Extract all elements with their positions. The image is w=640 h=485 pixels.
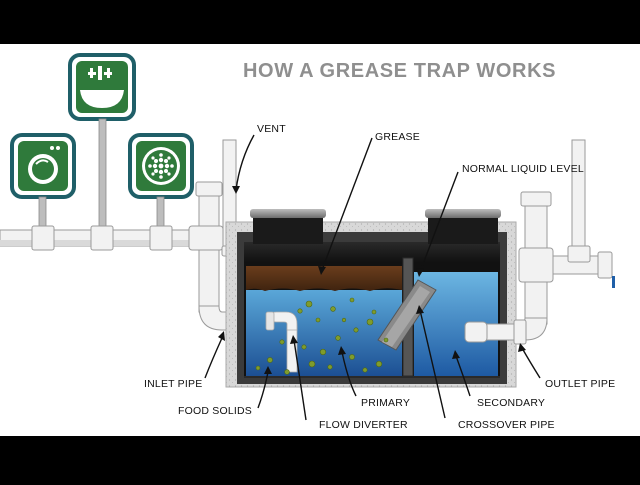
label-primary-text: PRIMARY	[361, 397, 410, 409]
label-outlet-pipe: OUTLET PIPE	[518, 343, 615, 390]
label-normal-liquid-level: NORMAL LIQUID LEVEL	[416, 163, 584, 277]
label-secondary-text: SECONDARY	[477, 397, 545, 409]
food-solids	[255, 297, 389, 375]
label-normal-liquid-level-text: NORMAL LIQUID LEVEL	[462, 163, 584, 175]
label-crossover-pipe-text: CROSSOVER PIPE	[458, 419, 555, 431]
outlet-piping	[464, 139, 615, 345]
crossover-pipe	[377, 279, 437, 351]
label-outlet-pipe-text: OUTLET PIPE	[545, 378, 615, 390]
label-inlet-pipe: INLET PIPE	[144, 331, 225, 390]
grease-layer	[246, 266, 402, 291]
label-crossover-pipe: CROSSOVER PIPE	[416, 305, 555, 431]
sink-icon	[68, 53, 136, 121]
label-grease: GREASE	[318, 131, 420, 275]
label-vent-text: VENT	[257, 123, 286, 135]
washing-machine-icon	[10, 133, 76, 199]
label-food-solids-text: FOOD SOLIDS	[178, 405, 252, 417]
label-vent: VENT	[232, 123, 286, 194]
supply-piping	[0, 118, 241, 333]
label-secondary: SECONDARY	[452, 350, 545, 409]
flow-diverter	[265, 311, 298, 373]
label-inlet-pipe-text: INLET PIPE	[144, 378, 202, 390]
letterbox-bottom	[0, 436, 640, 480]
letterbox-top	[0, 0, 640, 44]
floor-drain-icon	[128, 133, 194, 199]
label-flow-diverter: FLOW DIVERTER	[290, 335, 408, 431]
label-primary: PRIMARY	[338, 346, 410, 409]
label-grease-text: GREASE	[375, 131, 420, 143]
label-flow-diverter-text: FLOW DIVERTER	[319, 419, 408, 431]
label-food-solids: FOOD SOLIDS	[178, 366, 272, 417]
grease-trap-tank	[225, 209, 517, 388]
diagram-title: HOW A GREASE TRAP WORKS	[243, 60, 556, 82]
